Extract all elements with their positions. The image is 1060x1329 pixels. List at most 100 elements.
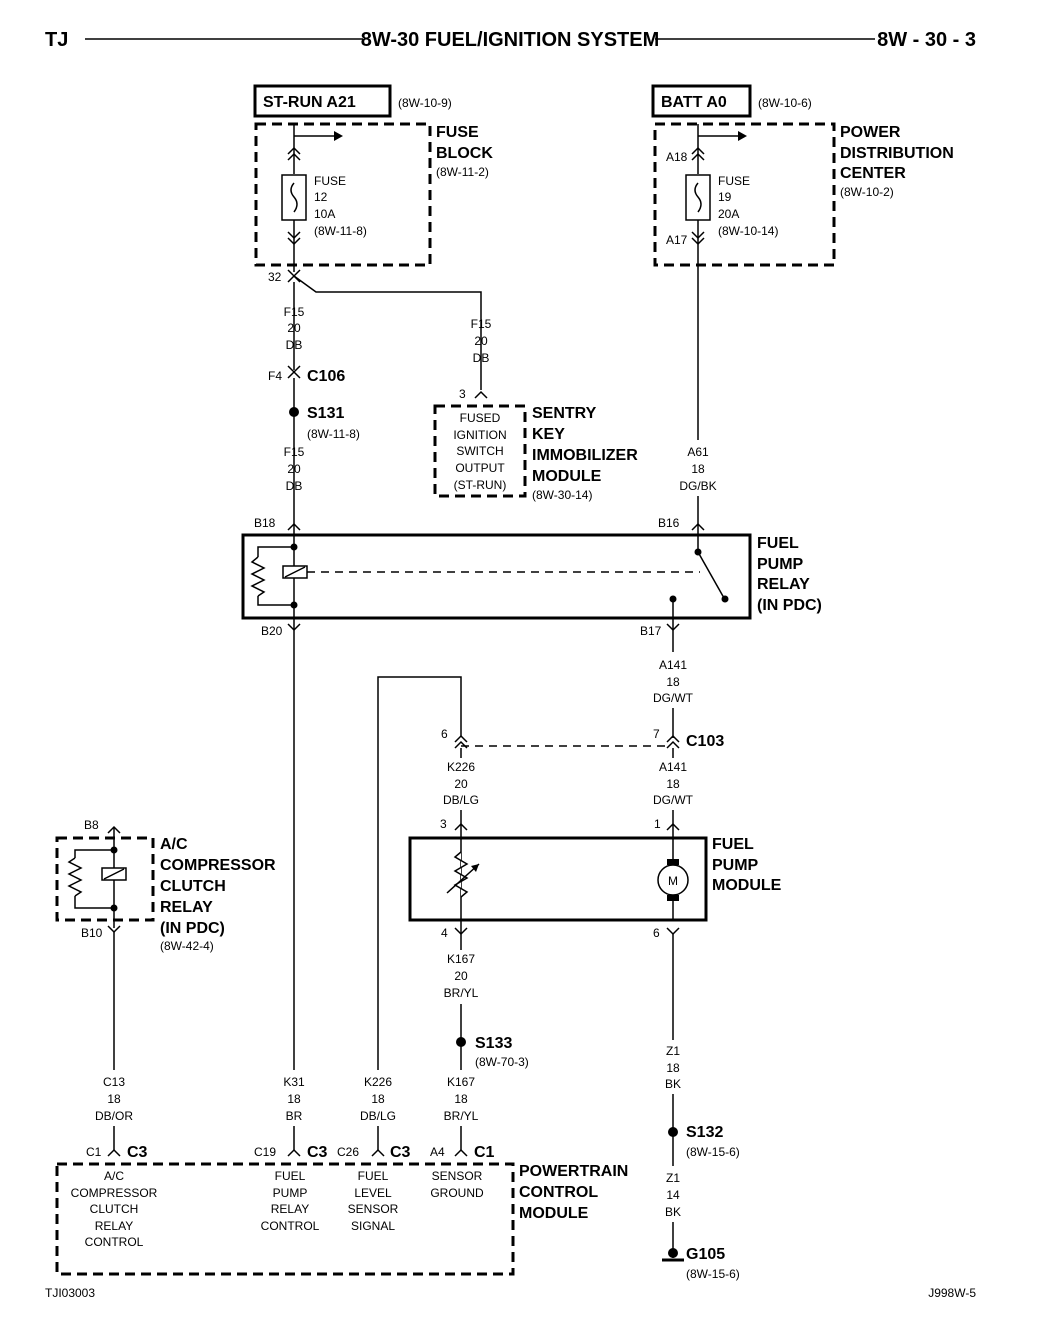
skim-pin-3: 3 — [459, 387, 466, 401]
pcm-c26-line-4: SIGNAL — [351, 1219, 395, 1233]
header-right: 8W - 30 - 3 — [877, 29, 976, 51]
arrow-right-icon — [738, 131, 747, 141]
wire-z1-b-color: BK — [665, 1205, 681, 1219]
pcm-c1-line-2: COMPRESSOR — [71, 1186, 158, 1200]
fpm-pin-4: 4 — [441, 926, 448, 940]
wire-f15-c-color: DB — [286, 479, 303, 493]
wire-k167-a-gauge: 20 — [454, 969, 468, 983]
wire-z1-b-gauge: 14 — [666, 1188, 680, 1202]
ac-relay-ref: (8W-42-4) — [160, 939, 214, 953]
ac-relay-outline — [55, 836, 155, 922]
wire-k31-color: BR — [286, 1109, 303, 1123]
connector-c103-icon — [666, 734, 680, 743]
fuel-pump-relay-box — [241, 533, 752, 620]
wire-k167-b-gauge: 18 — [454, 1092, 468, 1106]
pcm-c19-line-4: CONTROL — [261, 1219, 320, 1233]
st-run-ref: (8W-10-9) — [398, 96, 452, 110]
ac-relay-title-2: COMPRESSOR — [160, 857, 276, 874]
g105-label: G105 — [686, 1246, 725, 1263]
wire-c13-code: C13 — [103, 1075, 125, 1089]
pcm-c19-line-1: FUEL — [275, 1169, 306, 1183]
relay-title-2: PUMP — [757, 556, 804, 573]
pcm-outline — [55, 1162, 515, 1276]
pcm-pin-c26: C26 — [337, 1145, 359, 1159]
pcm-conn-3: C3 — [390, 1144, 411, 1161]
wire-a61-code: A61 — [687, 445, 709, 459]
header-left: TJ — [45, 29, 68, 51]
fuse-12-label-4: (8W-11-8) — [314, 224, 367, 238]
wire-f15-b-color: DB — [473, 351, 490, 365]
s131-ref: (8W-11-8) — [307, 427, 360, 441]
wire-k226-a-code: K226 — [447, 760, 475, 774]
fuse-19-label-3: 20A — [718, 207, 739, 221]
wire-f15-b-code: F15 — [471, 317, 492, 331]
resistor-icon — [67, 857, 83, 897]
wire-a61-gauge: 18 — [691, 462, 705, 476]
page-title: 8W-30 FUEL/IGNITION SYSTEM — [361, 29, 660, 51]
fuse-12-label-2: 12 — [314, 190, 328, 204]
ac-relay-title-1: A/C — [160, 836, 188, 853]
wire-a141-a-gauge: 18 — [666, 675, 680, 689]
c106-pin: F4 — [268, 369, 282, 383]
batt-box — [651, 84, 752, 118]
footer-left: TJI03003 — [45, 1286, 95, 1300]
wire-f15-a-gauge: 20 — [287, 321, 301, 335]
wire-a141-a-code: A141 — [659, 658, 687, 672]
fuse-12-label-3: 10A — [314, 207, 335, 221]
wire-k226-b-gauge: 18 — [371, 1092, 385, 1106]
wire-k31-code: K31 — [283, 1075, 305, 1089]
relay-title-1: FUEL — [757, 535, 799, 552]
pcm-title-1: POWERTRAIN — [519, 1163, 628, 1180]
wire-f15-c-code: F15 — [284, 445, 305, 459]
pcm-title-3: MODULE — [519, 1205, 589, 1222]
fuse-block-title-1: FUSE — [436, 124, 479, 141]
motor-label: M — [668, 874, 678, 888]
c106-label: C106 — [307, 368, 345, 385]
skim-title-3: IMMOBILIZER — [532, 447, 638, 464]
wire-c13-gauge: 18 — [107, 1092, 121, 1106]
fuse-19-label-2: 19 — [718, 190, 732, 204]
fpm-pin-1: 1 — [654, 817, 661, 831]
pdc-outline — [653, 122, 836, 267]
splice-s132-icon — [668, 1127, 678, 1137]
fpm-title-1: FUEL — [712, 836, 754, 853]
pcm-a4-line-2: GROUND — [430, 1186, 484, 1200]
fuse-block-outline — [254, 122, 432, 267]
pdc-title-1: POWER — [840, 124, 901, 141]
motor-icon — [657, 864, 689, 896]
c103-pin-7: 7 — [653, 727, 660, 741]
pin-32: 32 — [268, 270, 282, 284]
fuse-19-label-1: FUSE — [718, 174, 750, 188]
pcm-c1-line-1: A/C — [104, 1169, 124, 1183]
st-run-box — [253, 84, 392, 118]
skim-inner-1: FUSED — [460, 411, 501, 425]
ac-relay-title-4: RELAY — [160, 899, 213, 916]
fpm-title-3: MODULE — [712, 877, 782, 894]
s133-label: S133 — [475, 1035, 512, 1052]
relay-pin-b20: B20 — [261, 624, 283, 638]
relay-title-3: RELAY — [757, 576, 810, 593]
wire-k167-a-code: K167 — [447, 952, 475, 966]
s131-label: S131 — [307, 405, 344, 422]
wire-k167-a-color: BR/YL — [444, 986, 479, 1000]
pdc-ref: (8W-10-2) — [840, 185, 894, 199]
wire-k226-a-gauge: 20 — [454, 777, 468, 791]
resistor-icon — [250, 556, 266, 597]
pdc-pin-a17: A17 — [666, 233, 688, 247]
pcm-pin-c19: C19 — [254, 1145, 276, 1159]
relay-pin-b17: B17 — [640, 624, 662, 638]
wire-k167-b-code: K167 — [447, 1075, 475, 1089]
wire-k226-b-code: K226 — [364, 1075, 392, 1089]
wire-f15-c-gauge: 20 — [287, 462, 301, 476]
c103-pin-6: 6 — [441, 727, 448, 741]
wire-f15-b-gauge: 20 — [474, 334, 488, 348]
wire-z1-b-code: Z1 — [666, 1171, 680, 1185]
wire-k31-gauge: 18 — [287, 1092, 301, 1106]
wire-f15-a-color: DB — [286, 338, 303, 352]
wire-a141-b-color: DG/WT — [653, 793, 694, 807]
pcm-c1-line-4: RELAY — [95, 1219, 133, 1233]
skim-inner-5: (ST-RUN) — [454, 478, 507, 492]
batt-label: BATT A0 — [661, 94, 727, 111]
wire-a61-color: DG/BK — [679, 479, 716, 493]
